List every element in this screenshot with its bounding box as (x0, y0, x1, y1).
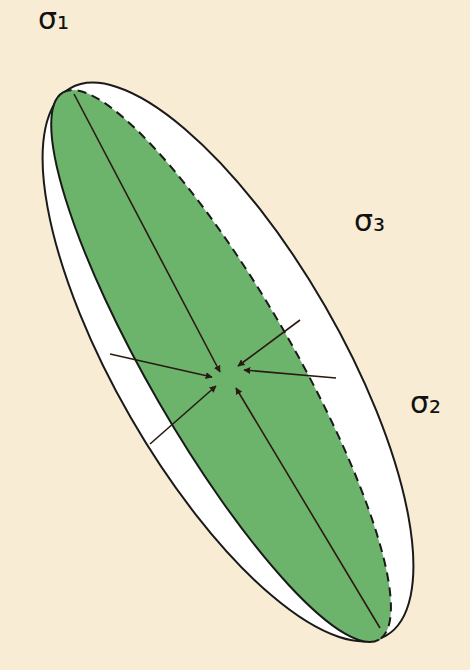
plane-back-edge (63, 56, 441, 639)
stress-arrows (74, 94, 380, 628)
sigma-2-label: σ₂ (410, 388, 441, 418)
sigma-1-label: σ₁ (38, 4, 69, 34)
plane-front-edge (1, 92, 379, 670)
sigma-3-label: σ₃ (354, 206, 385, 236)
principal-plane (1, 56, 442, 670)
ellipsoid-outline (0, 32, 470, 670)
